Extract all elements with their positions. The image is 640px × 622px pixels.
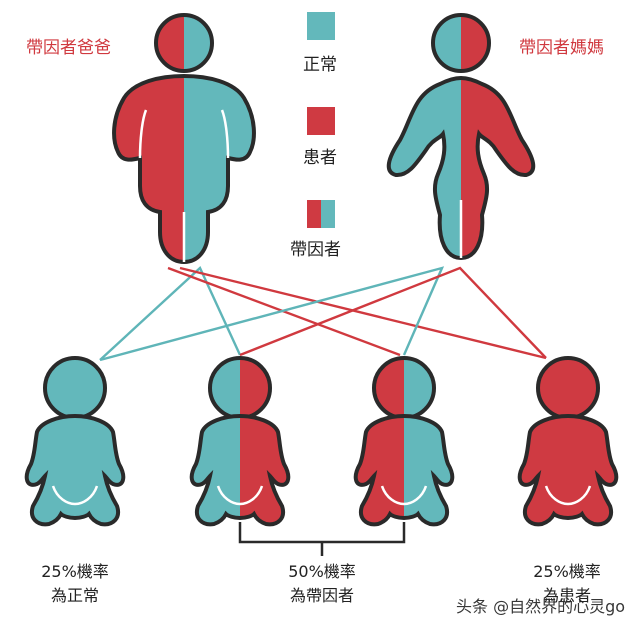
outcome-affected-status: 為患者: [542, 586, 591, 605]
legend-normal-swatch: [307, 12, 335, 40]
father-figure: [112, 13, 256, 264]
mother-normal-line: [99, 266, 445, 362]
outcome-affected: 25%機率 為患者: [502, 560, 632, 608]
child-normal: [24, 356, 126, 527]
child-carrier: [189, 356, 291, 527]
legend-normal-label: 正常: [303, 55, 337, 75]
children-row: [24, 356, 619, 527]
mother-label: 帶因者媽媽: [519, 38, 604, 58]
child-affected: [517, 356, 619, 527]
outcome-affected-probability: 25%機率: [533, 562, 601, 581]
inheritance-lines: [99, 266, 547, 362]
outcome-normal: 25%機率 為正常: [10, 560, 140, 608]
legend-affected-swatch: [307, 107, 335, 135]
mother-affected-line: [239, 266, 547, 359]
child-body: [517, 414, 619, 527]
child-carrier: [353, 356, 455, 527]
child-body: [24, 414, 126, 527]
legend: [307, 12, 335, 228]
legend-affected-label: 患者: [303, 148, 337, 168]
father-affected-line-2: [179, 266, 547, 360]
watermark: 头条 @自然界的心灵go: [456, 597, 626, 616]
legend-carrier-swatch: [307, 200, 335, 228]
father-normal-line: [99, 266, 242, 361]
outcome-carrier-status: 為帶因者: [289, 586, 354, 605]
legend-carrier-label: 帶因者: [290, 240, 341, 260]
child-body: [353, 414, 455, 527]
carrier-bracket: [238, 522, 406, 556]
outcome-normal-probability: 25%機率: [41, 562, 109, 581]
outcome-carrier-probability: 50%機率: [288, 562, 356, 581]
mother-figure: [386, 13, 536, 260]
child-body: [189, 414, 291, 527]
father-label: 帶因者爸爸: [26, 38, 111, 58]
outcome-normal-status: 為正常: [50, 586, 99, 605]
outcome-carrier: 50%機率 為帶因者: [257, 560, 387, 608]
